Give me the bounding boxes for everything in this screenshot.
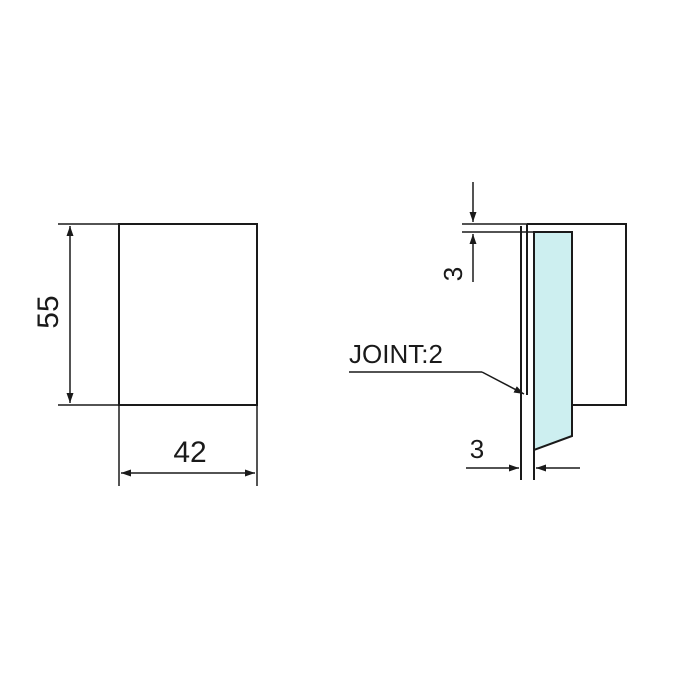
top-offset-dimension: 3 (438, 182, 534, 282)
top-offset-label: 3 (438, 267, 468, 281)
glass-thickness-dimension: 3 (466, 434, 580, 472)
joint-label: JOINT:2 (349, 339, 443, 369)
height-dimension-label: 55 (32, 295, 65, 328)
width-dimension: 42 (118, 405, 258, 486)
height-dimension: 55 (32, 223, 119, 406)
front-view-outline (118, 223, 258, 406)
side-view: 3 JOINT:2 3 (349, 182, 627, 480)
glass-panel (533, 231, 573, 452)
joint-callout: JOINT:2 (349, 339, 525, 395)
thickness-label: 3 (470, 434, 484, 464)
clamp-body-outline (526, 223, 627, 406)
width-dimension-label: 42 (173, 436, 206, 469)
joint-leader-arrow (481, 371, 525, 395)
front-view: 55 42 (32, 223, 258, 486)
